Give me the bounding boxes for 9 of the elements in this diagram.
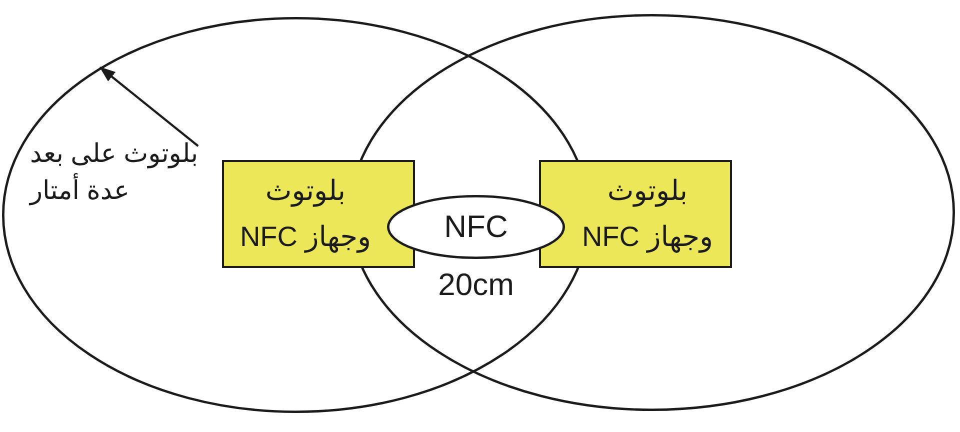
box-label: بلوتوث وجهاز NFC [580,174,714,255]
ellipse-label: NFC [444,209,508,245]
center-ellipse [387,195,565,259]
callout-text: بلوتوث على بعد عدة أمتار [30,137,200,208]
device-box [222,160,415,268]
arrow [99,66,199,147]
distance-label: 20cm [437,268,515,302]
device-box [539,160,732,268]
box-label: بلوتوث وجهاز NFC [238,174,372,255]
